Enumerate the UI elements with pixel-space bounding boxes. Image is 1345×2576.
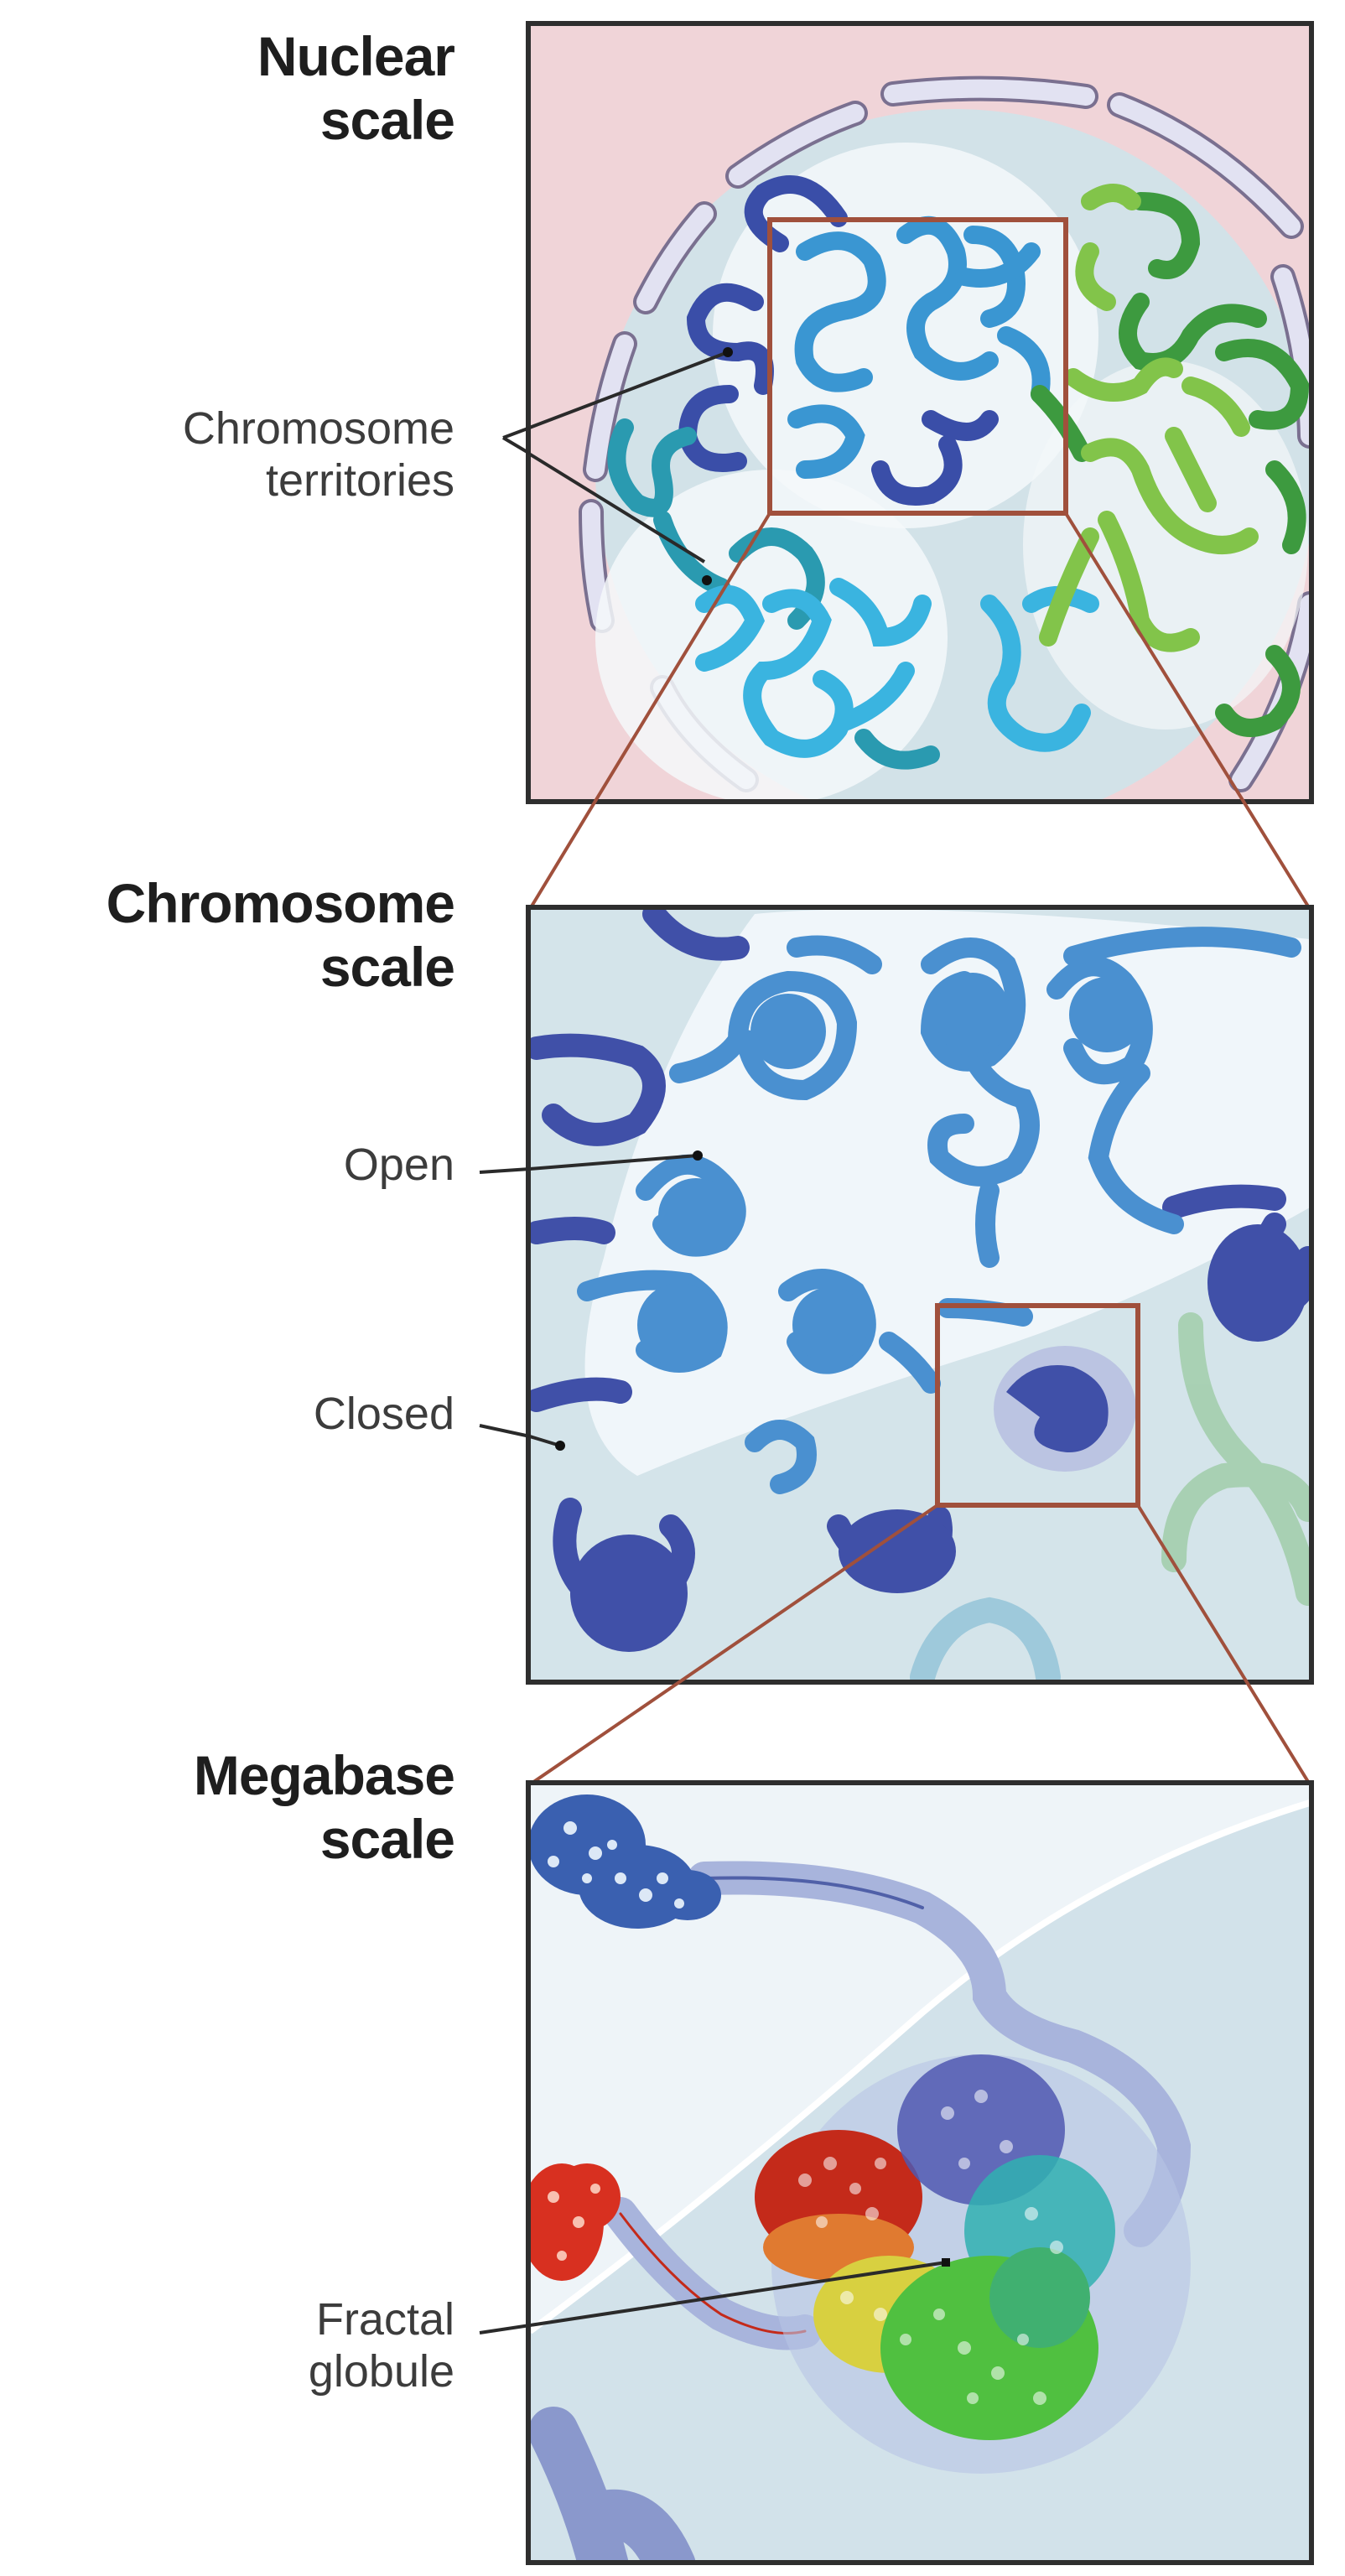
territory-cyan bbox=[695, 578, 1099, 758]
open-label-text: Open bbox=[343, 1140, 454, 1190]
open-label: Open bbox=[344, 1139, 454, 1191]
chromosome-scale-title: Chromosome scale bbox=[106, 872, 455, 1000]
chromosome-panel-border bbox=[526, 905, 1314, 1685]
nuclear-scale-title-line2: scale bbox=[319, 88, 455, 151]
closed-leader bbox=[479, 1424, 531, 1438]
fractal-globule-label-line1: Fractal bbox=[315, 2294, 454, 2345]
fractal-globule-label: Fractal globule bbox=[309, 2293, 454, 2397]
nuclear-panel-border bbox=[526, 21, 1314, 804]
territory-light-green bbox=[1039, 184, 1259, 652]
territory-light-blue bbox=[787, 216, 1051, 479]
closed-label: Closed bbox=[314, 1388, 454, 1440]
fractal-globule-label-line2: globule bbox=[308, 2346, 454, 2397]
fractal-globule bbox=[755, 2054, 1115, 2440]
megabase-scale-title-line1: Megabase bbox=[193, 1744, 455, 1806]
territory-dark-green bbox=[1031, 192, 1310, 737]
chromosome-territories-label: Chromosome territories bbox=[183, 402, 454, 506]
blue-chromatin-cluster bbox=[530, 1794, 721, 1929]
red-chromatin-cluster bbox=[530, 2163, 621, 2281]
chromosome-territories-label-line1: Chromosome bbox=[182, 403, 454, 454]
megabase-scale-title: Megabase scale bbox=[193, 1744, 455, 1872]
nuclear-scale-panel bbox=[530, 25, 1310, 800]
fractal-globule-leader bbox=[479, 2324, 531, 2334]
chromosome-territories-label-line2: territories bbox=[265, 455, 454, 506]
open-leader bbox=[479, 1167, 531, 1174]
territory-teal bbox=[607, 418, 940, 770]
megabase-scale-panel bbox=[530, 1784, 1310, 2561]
chromosome-territories-leader bbox=[530, 351, 729, 564]
zoom-connector-2 bbox=[528, 1504, 1311, 1786]
chromosome-scale-title-line2: scale bbox=[319, 935, 455, 998]
closed-label-text: Closed bbox=[313, 1389, 454, 1439]
chromosome-scale-title-line1: Chromosome bbox=[106, 872, 455, 934]
nuclear-scale-title: Nuclear scale bbox=[257, 25, 455, 153]
chromosome-scale-panel bbox=[530, 909, 1310, 1680]
zoom-connector-1 bbox=[528, 512, 1311, 911]
megabase-scale-title-line2: scale bbox=[319, 1807, 455, 1870]
nuclear-scale-title-line1: Nuclear bbox=[257, 25, 455, 87]
megabase-panel-border bbox=[526, 1780, 1314, 2565]
